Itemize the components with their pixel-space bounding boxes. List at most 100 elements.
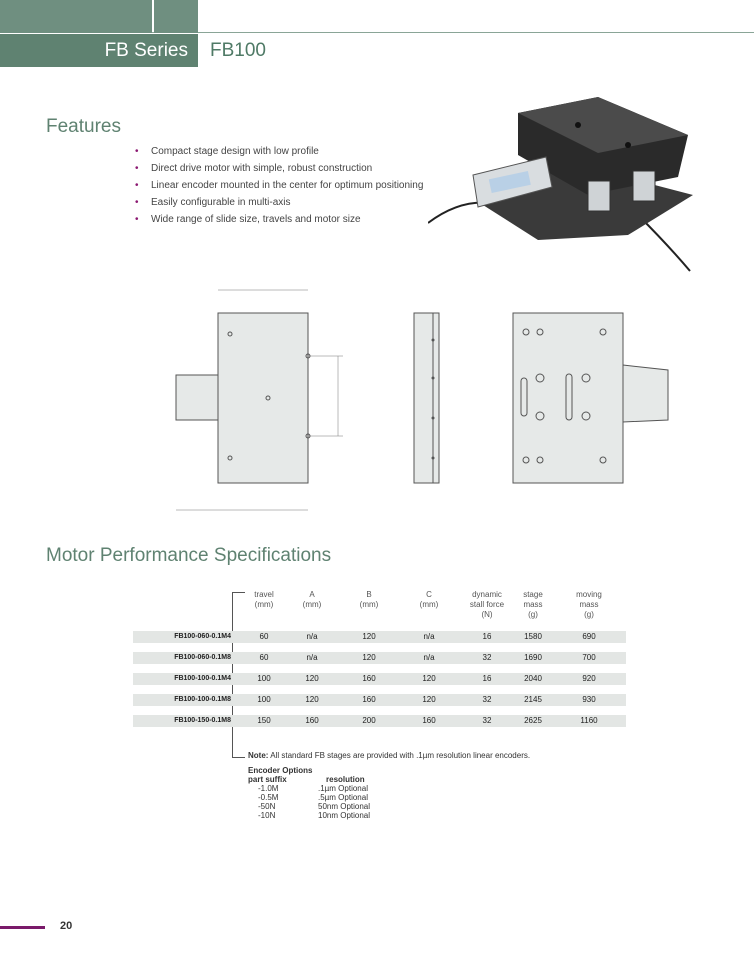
encoder-option: -1.0M .1µm Optional: [248, 784, 428, 793]
encoder-resolution: .1µm Optional: [318, 784, 368, 793]
column-header: dynamic stall force (N): [469, 590, 505, 619]
page-number: 20: [60, 920, 73, 932]
header-bar: FB Series FB100: [0, 34, 754, 67]
feature-item: • Direct drive motor with simple, robust …: [135, 162, 423, 179]
table-cell: 32: [482, 716, 492, 725]
note-body: All standard FB stages are provided with…: [270, 751, 531, 760]
feature-text: Compact stage design with low profile: [151, 146, 319, 157]
encoder-resolution: .5µm Optional: [318, 793, 368, 802]
table-cell: 120: [362, 653, 376, 662]
side-view-drawing: [413, 312, 440, 484]
table-cell: 160: [362, 695, 376, 704]
column-header: stage mass (g): [523, 590, 543, 619]
bullet-icon: •: [135, 163, 139, 174]
table-cell: 1160: [580, 716, 598, 725]
table-cell: 16: [482, 632, 492, 641]
spec-header: travel (mm) A (mm) B (mm) C (mm) dynamic sta…: [133, 590, 626, 630]
part-number: FB100-100-0.1M4: [174, 675, 231, 682]
table-cell: n/a: [306, 653, 318, 662]
encoder-resolution: 10nm Optional: [318, 811, 371, 820]
table-cell: 32: [482, 695, 492, 704]
technical-drawings: [175, 289, 669, 511]
note-label: Note:: [248, 751, 269, 760]
encoder-suffix: -10N: [258, 811, 276, 820]
feature-text: Wide range of slide size, travels and mo…: [151, 214, 361, 225]
note-text: Note: All standard FB stages are provide…: [248, 751, 530, 760]
table-cell: 200: [362, 716, 376, 725]
header-block-1: [0, 0, 152, 33]
table-cell: 120: [362, 632, 376, 641]
table-cell: 60: [259, 632, 269, 641]
feature-text: Direct drive motor with simple, robust c…: [151, 163, 373, 174]
table-cell: 920: [582, 674, 596, 683]
table-cell: 120: [422, 674, 436, 683]
bullet-icon: •: [135, 180, 139, 191]
spec-title: Motor Performance Specifications: [46, 545, 332, 566]
product-photo: [428, 97, 693, 272]
table-cell: 120: [305, 674, 319, 683]
table-cell: 60: [259, 653, 269, 662]
table-row: FB100-100-0.1M4 100 120 160 120 16 2040 920: [133, 673, 626, 685]
bullet-icon: •: [135, 197, 139, 208]
header-block-2: [154, 0, 198, 33]
features-title: Features: [46, 116, 121, 137]
part-number: FB100-060-0.1M4: [174, 633, 231, 640]
feature-item: • Compact stage design with low profile: [135, 145, 423, 162]
table-row: FB100-060-0.1M4 60 n/a 120 n/a 16 1580 690: [133, 631, 626, 643]
top-view-drawing: [175, 289, 343, 511]
table-cell: 160: [422, 716, 436, 725]
feature-item: • Linear encoder mounted in the center fo…: [135, 179, 423, 196]
encoder-options: Encoder Options part suffix resolution -…: [248, 766, 428, 820]
encoder-option: -10N 10nm Optional: [248, 811, 428, 820]
table-cell: 120: [305, 695, 319, 704]
table-cell: n/a: [423, 632, 435, 641]
bullet-icon: •: [135, 146, 139, 157]
column-header: C (mm): [419, 590, 439, 609]
encoder-col-resolution: resolution: [326, 775, 365, 784]
feature-text: Easily configurable in multi-axis: [151, 197, 291, 208]
series-label: FB Series: [0, 34, 198, 67]
feature-text: Linear encoder mounted in the center for…: [151, 180, 424, 191]
table-cell: 2040: [524, 674, 542, 683]
table-row: FB100-100-0.1M8 100 120 160 120 32 2145 930: [133, 694, 626, 706]
table-cell: 2625: [524, 716, 542, 725]
encoder-title: Encoder Options: [248, 766, 313, 775]
table-cell: 690: [582, 632, 596, 641]
table-row: FB100-060-0.1M8 60 n/a 120 n/a 32 1690 700: [133, 652, 626, 664]
model-label: FB100: [210, 40, 266, 61]
table-cell: 1690: [524, 653, 542, 662]
bottom-view-drawing: [512, 312, 669, 484]
table-cell: 120: [422, 695, 436, 704]
feature-item: • Easily configurable in multi-axis: [135, 196, 423, 213]
table-cell: 1580: [524, 632, 542, 641]
table-cell: n/a: [306, 632, 318, 641]
column-header: B (mm): [359, 590, 379, 609]
table-cell: 16: [482, 674, 492, 683]
table-cell: 160: [362, 674, 376, 683]
part-number: FB100-100-0.1M8: [174, 696, 231, 703]
bullet-icon: •: [135, 214, 139, 225]
encoder-resolution: 50nm Optional: [318, 802, 371, 811]
table-cell: 32: [482, 653, 492, 662]
part-number: FB100-060-0.1M8: [174, 654, 231, 661]
table-cell: 100: [257, 695, 271, 704]
table-cell: 100: [257, 674, 271, 683]
table-cell: n/a: [423, 653, 435, 662]
column-header: A (mm): [302, 590, 322, 609]
table-cell: 160: [305, 716, 319, 725]
column-header: travel (mm): [254, 590, 274, 609]
encoder-suffix: -50N: [258, 802, 276, 811]
column-header: moving mass (g): [576, 590, 602, 619]
footer-rule: [0, 926, 45, 929]
table-cell: 930: [582, 695, 596, 704]
features-list: • Compact stage design with low profile • D…: [135, 145, 423, 230]
table-cell: 700: [582, 653, 596, 662]
feature-item: • Wide range of slide size, travels and m…: [135, 213, 423, 230]
table-cell: 2145: [524, 695, 542, 704]
encoder-option: -50N 50nm Optional: [248, 802, 428, 811]
encoder-option: -0.5M.5µm Optional: [248, 793, 428, 802]
encoder-col-suffix: part suffix: [248, 775, 287, 784]
encoder-suffix: -1.0M: [258, 784, 279, 793]
part-number: FB100-150-0.1M8: [174, 717, 231, 724]
